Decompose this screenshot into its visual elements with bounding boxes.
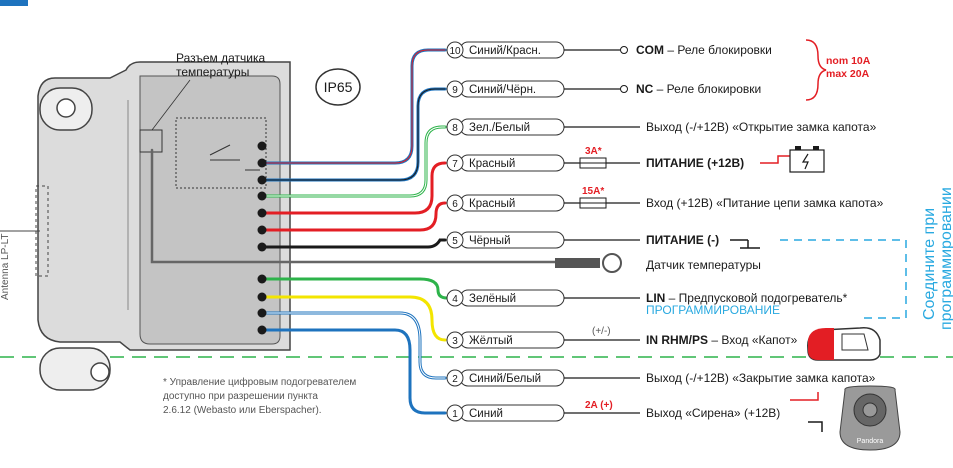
wire-label-10: 10 Синий/Красн. — [446, 41, 565, 59]
left-side-label: Antenna LP-LT — [0, 233, 11, 300]
function-4-term: LIN — [646, 291, 665, 305]
wire-num-4: 4 — [452, 294, 458, 305]
function-9-term: NC — [636, 82, 654, 96]
function-4-prog: ПРОГРАММИРОВАНИЕ — [646, 303, 780, 317]
relay-rating-nom: nom 10A — [826, 55, 871, 67]
wire-label-6: 6 Красный — [446, 194, 565, 212]
wire-name-1: Синий — [469, 408, 503, 420]
wire-name-10: Синий/Красн. — [469, 45, 541, 57]
wire-name-2: Синий/Белый — [469, 373, 541, 385]
sensor-function: Датчик температуры — [646, 258, 761, 272]
terminal-nc — [620, 85, 628, 93]
ip-rating: IP65 — [324, 79, 353, 95]
relay-bracket — [805, 39, 827, 101]
function-6: Вход (+12В) «Питание цепи замка капота» — [646, 196, 884, 210]
function-1: Выход «Сирена» (+12В) — [646, 406, 780, 420]
function-9-text: – Реле блокировки — [653, 82, 761, 96]
wire-name-5: Чёрный — [469, 235, 511, 247]
sensor-connector-label-1: Разъем датчика — [176, 51, 266, 65]
prog-note-1: Соедините при — [921, 208, 938, 320]
ground-icon — [730, 239, 760, 249]
ip65-badge — [315, 68, 361, 106]
prog-loop — [780, 239, 907, 319]
sensor-connector-label-2: температуры — [176, 65, 249, 79]
siren-brand: Pandora — [857, 438, 884, 445]
footnote-3: 2.6.12 (Webasto или Eberspacher). — [163, 405, 322, 416]
wire-label-2: 2 Синий/Белый — [446, 369, 565, 387]
function-10-text: – Реле блокировки — [664, 43, 772, 57]
wire-label-7: 7 Красный — [446, 154, 565, 172]
function-9: NC – Реле блокировки — [636, 82, 761, 96]
wire-name-7: Красный — [469, 158, 515, 170]
function-8: Выход (-/+12В) «Открытие замка капота» — [646, 120, 877, 134]
wire-num-5: 5 — [452, 236, 458, 247]
wire-num-3: 3 — [452, 336, 458, 347]
fuse-6: 15A* — [579, 186, 607, 209]
wire-name-9: Синий/Чёрн. — [469, 84, 536, 96]
fuse-7: 3A* — [579, 146, 607, 169]
prog-note-2: программировании — [938, 187, 953, 330]
wire-labels: 10 Синий/Красн. 9 Синий/Чёрн. 8 Зел./Бел… — [446, 41, 565, 422]
function-3-term: IN RHM/PS — [646, 333, 708, 347]
function-4-text: – Предпусковой подогреватель* — [665, 291, 847, 305]
temperature-sensor-icon — [555, 253, 622, 273]
function-3: IN RHM/PS – Вход «Капот» — [646, 333, 798, 347]
function-10: COM – Реле блокировки — [636, 43, 772, 57]
leader-lines — [564, 49, 640, 414]
device-body — [0, 61, 291, 391]
connector-pins — [257, 141, 267, 335]
wire-num-8: 8 — [452, 123, 458, 134]
wire-num-2: 2 — [452, 374, 458, 385]
wires — [150, 48, 557, 415]
wire-num-6: 6 — [452, 199, 458, 210]
car-icon — [807, 327, 881, 361]
wire-num-1: 1 — [452, 409, 458, 420]
function-3-polarity: (+/-) — [592, 326, 611, 337]
wire-label-4: 4 Зелёный — [446, 289, 565, 307]
footnote-1: * Управление цифровым подогревателем — [163, 376, 356, 388]
wire-num-9: 9 — [452, 85, 458, 96]
wire-label-5: 5 Чёрный — [446, 231, 565, 249]
wire-label-1: 1 Синий — [446, 404, 565, 422]
sensor-connector-pointer — [151, 79, 191, 131]
fuse-1-rating: 2A (+) — [585, 400, 613, 411]
function-4: LIN – Предпусковой подогреватель* — [646, 291, 848, 305]
function-7: ПИТАНИЕ (+12В) — [646, 156, 744, 170]
wire-name-3: Жёлтый — [469, 335, 513, 347]
wire-label-8: 8 Зел./Белый — [446, 118, 565, 136]
function-10-term: COM — [636, 43, 664, 57]
wire-label-3: 3 Жёлтый — [446, 331, 565, 349]
battery-icon — [789, 146, 825, 173]
wire-name-6: Красный — [469, 198, 515, 210]
wire-name-4: Зелёный — [469, 293, 516, 305]
function-2: Выход (-/+12В) «Закрытие замка капота» — [646, 371, 876, 385]
footnote-2: доступно при разрешении пункта — [163, 391, 318, 402]
wire-num-7: 7 — [452, 159, 458, 170]
relay-rating-max: max 20A — [826, 68, 870, 80]
function-5: ПИТАНИЕ (-) — [646, 233, 719, 247]
function-3-text: – Вход «Капот» — [708, 333, 798, 347]
wire-label-9: 9 Синий/Чёрн. — [446, 80, 565, 98]
corner-tab — [0, 0, 28, 6]
fuse-6-rating: 15A* — [582, 186, 604, 197]
wire-num-10: 10 — [449, 46, 461, 57]
fuse-7-rating: 3A* — [585, 146, 602, 157]
wire-name-8: Зел./Белый — [469, 122, 530, 134]
power-link — [760, 155, 790, 164]
terminal-com — [620, 46, 628, 54]
siren-icon: Pandora — [790, 385, 901, 451]
